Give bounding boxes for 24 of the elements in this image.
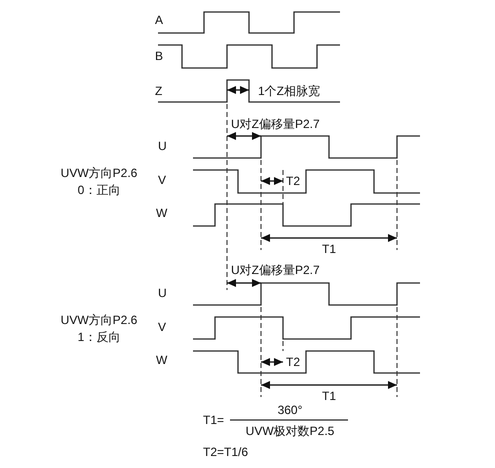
annotation: U对Z偏移量P2.7 <box>231 263 320 277</box>
dimension-label: T1 <box>322 389 336 403</box>
signal-name: A <box>155 13 164 27</box>
signal-name: V <box>158 320 166 334</box>
signal-name: Z <box>155 84 162 98</box>
formula-text: 360° <box>278 403 302 417</box>
signal-name: U <box>158 139 167 153</box>
annotation: U对Z偏移量P2.7 <box>231 117 320 131</box>
signal-name: B <box>155 49 164 63</box>
formula-text: UVW极对数P2.5 <box>246 424 334 438</box>
mode-label: UVW方向P2.6 <box>60 166 138 180</box>
formula-text: T2=T1/6 <box>203 445 248 459</box>
signal-name: V <box>158 173 166 187</box>
dimension-label: T2 <box>286 355 300 369</box>
mode-label: 1：反向 <box>78 330 120 344</box>
dimension-label: T2 <box>286 174 300 188</box>
signal-name: U <box>158 286 167 300</box>
dimension-label: T1 <box>322 242 336 256</box>
mode-label: UVW方向P2.6 <box>60 313 138 327</box>
signal-name: W <box>156 206 168 220</box>
signal-name: W <box>156 353 168 367</box>
annotation: 1个Z相脉宽 <box>258 84 320 98</box>
formula-text: T1= <box>203 413 224 427</box>
mode-label: 0：正向 <box>78 183 120 197</box>
